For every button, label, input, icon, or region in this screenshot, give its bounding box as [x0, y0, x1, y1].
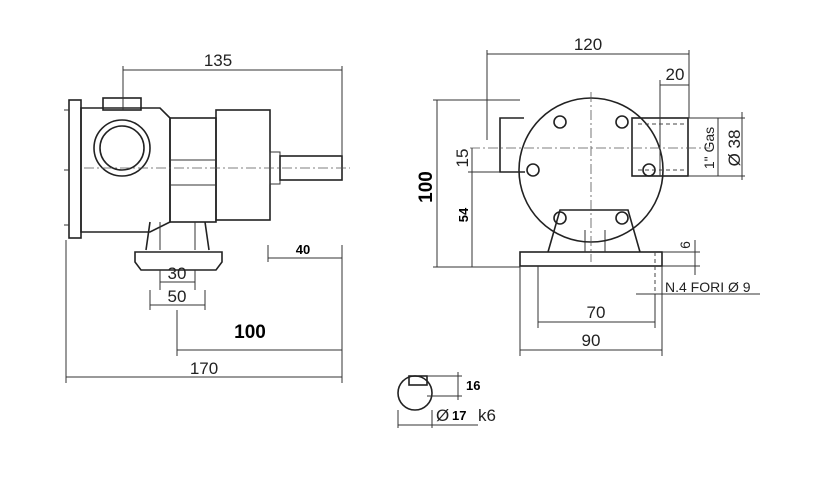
side-bearing-housing	[169, 117, 217, 223]
dim-135: 135	[204, 51, 232, 70]
dim-dia-17: 17	[452, 408, 466, 423]
dim-40: 40	[296, 242, 310, 257]
dim-90: 90	[582, 331, 601, 350]
side-bearing-cover	[215, 109, 271, 221]
dim-170: 170	[190, 359, 218, 378]
shaft-section-detail: 16 Ø 17 k6	[397, 372, 496, 428]
dim-100-side: 100	[234, 322, 266, 343]
front-inlet-branch	[499, 117, 525, 173]
front-view: 120 20 1" Gas Ø 38 100 15 54 6 N.4 FORI …	[416, 35, 760, 356]
front-bolts	[526, 115, 656, 225]
dim-50: 50	[168, 287, 187, 306]
front-base-plate	[519, 251, 663, 267]
dim-holes: N.4 FORI Ø 9	[665, 279, 751, 295]
dim-key-16: 16	[466, 378, 480, 393]
side-port-inner	[99, 125, 145, 171]
front-pedestal	[547, 209, 641, 253]
dim-dia-38: Ø 38	[725, 130, 744, 167]
side-top-boss	[102, 97, 142, 111]
dim-15: 15	[453, 149, 472, 168]
dim-dia-symbol: Ø	[436, 406, 449, 425]
dim-70: 70	[587, 303, 606, 322]
side-base-foot	[134, 251, 223, 271]
dim-120: 120	[574, 35, 602, 54]
dim-20: 20	[666, 65, 685, 84]
shaft-keyway	[408, 375, 428, 386]
dim-tolerance-k6: k6	[478, 406, 496, 425]
dim-100-front: 100	[416, 171, 437, 203]
side-port-outer	[93, 119, 151, 177]
side-flange-plate	[68, 99, 82, 239]
side-view: 135 30 50 40 100 170	[64, 51, 350, 383]
dim-54: 54	[456, 207, 471, 222]
dim-6: 6	[677, 241, 693, 249]
dim-30: 30	[168, 264, 187, 283]
dim-1in-gas: 1" Gas	[701, 127, 717, 169]
